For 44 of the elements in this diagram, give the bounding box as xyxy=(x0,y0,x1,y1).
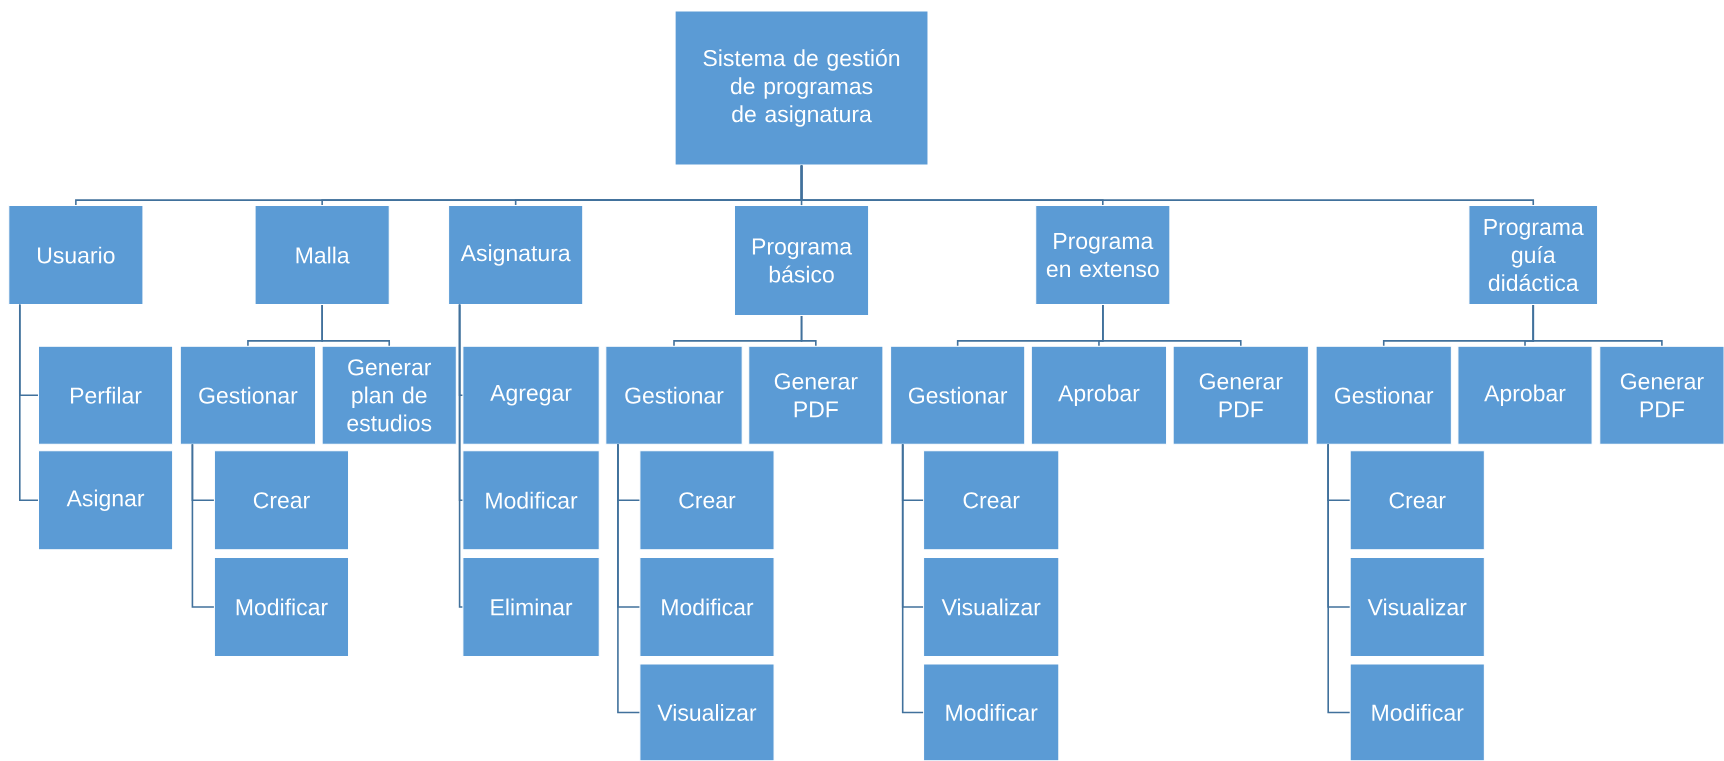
connector-line xyxy=(1327,443,1351,714)
process-box: Modificar xyxy=(639,556,775,657)
connector-line xyxy=(191,443,215,608)
process-box: Asignar xyxy=(38,450,174,551)
connector-line xyxy=(321,304,391,347)
connector-line xyxy=(901,443,924,714)
process-box: Programa guía didáctica xyxy=(1468,205,1599,306)
connector-line xyxy=(1532,304,1663,347)
connector-line xyxy=(19,303,39,502)
process-box: Gestionar xyxy=(179,345,317,445)
process-box: Sistema de gestión de programas de asignatura xyxy=(674,10,929,166)
process-box: Generar plan de estudios xyxy=(321,345,457,445)
process-box: Generar PDF xyxy=(1599,345,1724,445)
connector-line xyxy=(1102,304,1242,347)
process-box: Programa básico xyxy=(733,205,870,317)
process-box: Asignatura xyxy=(448,205,584,306)
process-box: Eliminar xyxy=(462,556,600,657)
process-box: Generar PDF xyxy=(748,345,884,445)
connector-line xyxy=(458,303,464,608)
process-box: Crear xyxy=(639,450,775,551)
process-box: Malla xyxy=(254,205,390,306)
process-box: Modificar xyxy=(462,450,600,551)
process-box: Modificar xyxy=(213,556,350,657)
process-box: Crear xyxy=(923,450,1060,551)
process-box: Crear xyxy=(1349,450,1485,551)
process-box: Visualizar xyxy=(1349,556,1485,657)
connector-line xyxy=(800,315,817,347)
process-box: Gestionar xyxy=(890,345,1026,445)
connector-line xyxy=(800,164,1535,206)
process-box: Programa en extenso xyxy=(1035,205,1171,306)
process-box: Gestionar xyxy=(605,345,743,445)
process-box: Usuario xyxy=(8,205,144,306)
process-box: Aprobar xyxy=(1030,345,1168,445)
process-box: Visualizar xyxy=(923,556,1060,657)
process-box: Visualizar xyxy=(639,663,775,761)
process-box: Modificar xyxy=(923,663,1060,761)
process-box: Crear xyxy=(213,450,350,551)
process-box: Aprobar xyxy=(1457,345,1593,445)
process-box: Agregar xyxy=(462,345,600,445)
process-box: Generar PDF xyxy=(1172,345,1309,445)
process-box: Modificar xyxy=(1349,663,1485,761)
process-box: Perfilar xyxy=(38,345,174,445)
process-box: Gestionar xyxy=(1315,345,1452,445)
connector-line xyxy=(617,443,641,714)
